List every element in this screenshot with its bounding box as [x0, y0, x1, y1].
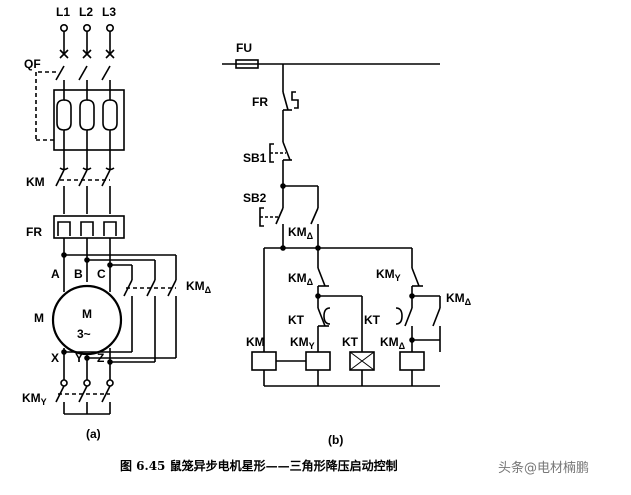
terminal-y: Y [75, 351, 83, 365]
coil-km-label: KM [246, 335, 265, 349]
km-delta-contact-1: KMΔ [288, 186, 319, 248]
contactor-km-star-a: KMY [22, 368, 114, 415]
caption-b: (b) [328, 433, 343, 447]
overload-fr-a: FR [26, 215, 125, 266]
watermark-text: 头条@电材楠鹏 [498, 460, 589, 476]
km-delta-contact-2: KMΔ [288, 248, 329, 296]
overload-fr-label-a: FR [26, 225, 42, 239]
contactor-km-main: KM [26, 167, 115, 214]
caption-a: (a) [86, 427, 101, 441]
start-button-sb2: SB2 [243, 186, 284, 248]
km-star-label-a: KMY [22, 391, 47, 407]
delta-branch-wires [61, 252, 176, 268]
phase-label-l1: L1 [56, 5, 70, 19]
km-star-label-b: KMY [376, 267, 401, 283]
km-delta-label-a: KMΔ [186, 279, 212, 295]
power-circuit-a: L1 L2 L3 QF [22, 5, 212, 441]
terminal-c: C [97, 267, 106, 281]
timer-contact-1: KT [288, 296, 331, 352]
supply-terminals [59, 23, 115, 32]
coils: KM KMY KT KMΔ [246, 335, 425, 371]
km-delta-label-b2: KMΔ [288, 271, 314, 287]
km-star-contact: KMY [376, 248, 423, 296]
timer-label-2: KT [364, 313, 381, 327]
timer-label-1: KT [288, 313, 305, 327]
phase-label-l2: L2 [79, 5, 93, 19]
contactor-km-delta-a: KMΔ [61, 255, 212, 365]
coil-km-delta-label: KMΔ [380, 335, 406, 351]
coil-km-star-label: KMY [290, 335, 315, 351]
terminal-a: A [51, 267, 60, 281]
coil-km-delta [399, 351, 425, 371]
terminal-x: X [51, 351, 59, 365]
motor-name: M [82, 307, 92, 321]
coil-km-star [305, 351, 331, 371]
coil-km [251, 351, 277, 371]
breaker-trip-box [53, 88, 125, 151]
terminal-b: B [74, 267, 83, 281]
motor-m: M M 3~ [34, 266, 123, 368]
stop-button-sb1: SB1 [243, 141, 292, 186]
fuse-label: FU [236, 41, 252, 55]
fuse-fu: FU [222, 41, 440, 69]
breaker-qf: QF [24, 31, 115, 141]
km-delta-label-b1: KMΔ [288, 225, 314, 241]
start-button-label: SB2 [243, 191, 267, 205]
stop-button-label: SB1 [243, 151, 267, 165]
breaker-qf-label: QF [24, 57, 41, 71]
km-delta-label-b3: KMΔ [446, 291, 472, 307]
motor-side-label: M [34, 311, 44, 325]
figure-caption: 图 6.45 鼠笼异步电机星形——三角形降压启动控制 [120, 458, 398, 473]
coil-kt-label: KT [342, 335, 359, 349]
contactor-km-label: KM [26, 175, 45, 189]
motor-type: 3~ [77, 327, 91, 341]
overload-fr-contact: FR [252, 91, 299, 142]
phase-label-l3: L3 [102, 5, 116, 19]
timer-contact-2: KT [364, 296, 413, 352]
km-delta-contact-3: KMΔ [409, 291, 472, 352]
control-circuit-b: FU FR SB1 SB2 [222, 41, 472, 447]
overload-fr-label-b: FR [252, 95, 268, 109]
